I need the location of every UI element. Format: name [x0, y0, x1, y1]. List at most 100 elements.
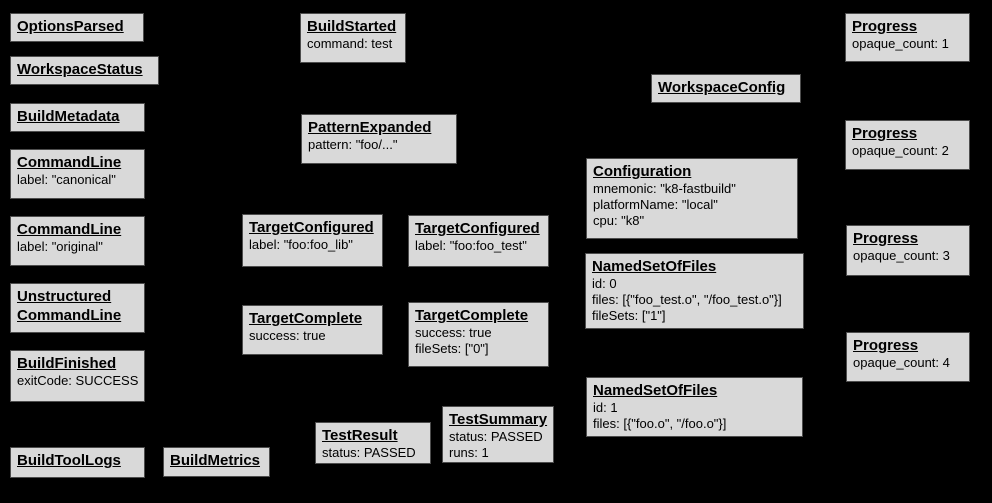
event-node-title-line: Progress	[853, 230, 919, 247]
event-node-field: label: "canonical"	[17, 172, 116, 187]
event-node-title: PatternExpanded	[308, 118, 450, 137]
event-node-title: TestResult	[322, 426, 424, 445]
event-node-title-line: NamedSetOfFiles	[593, 382, 718, 399]
event-node-field: exitCode: SUCCESS	[17, 373, 139, 388]
event-node-title-line: OptionsParsed	[17, 18, 124, 35]
event-node-title: WorkspaceConfig	[658, 78, 794, 97]
event-node-title-line: CommandLine	[17, 221, 122, 238]
event-node-workspace-status: WorkspaceStatus	[10, 56, 159, 85]
event-node-title: CommandLine	[17, 220, 138, 239]
event-node-title-line: Progress	[852, 18, 918, 35]
event-node-field: label: "original"	[17, 239, 103, 254]
event-node-field: label: "foo:foo_test"	[415, 238, 527, 253]
event-node-title-line: WorkspaceConfig	[658, 79, 786, 96]
event-node-title: TargetComplete	[415, 306, 542, 325]
event-node-field: pattern: "foo/..."	[308, 137, 398, 152]
event-node-title: TargetConfigured	[249, 218, 376, 237]
event-node-title: NamedSetOfFiles	[593, 381, 796, 400]
event-node-title-line: PatternExpanded	[308, 119, 432, 136]
event-node-build-metadata: BuildMetadata	[10, 103, 145, 132]
event-node-field: opaque_count: 2	[852, 143, 949, 158]
event-node-field: fileSets: ["1"]	[592, 308, 666, 323]
event-node-title: BuildMetrics	[170, 451, 263, 470]
event-node-field: success: true	[249, 328, 326, 343]
event-node-title: Configuration	[593, 162, 791, 181]
event-node-title: CommandLine	[17, 153, 138, 172]
event-node-field: platformName: "local"	[593, 197, 718, 212]
event-node-title: TargetConfigured	[415, 219, 542, 238]
event-node-field: runs: 1	[449, 445, 489, 460]
event-node-field: opaque_count: 4	[853, 355, 950, 370]
event-node-workspace-config: WorkspaceConfig	[651, 74, 801, 103]
event-node-field: opaque_count: 3	[853, 248, 950, 263]
event-node-title: BuildStarted	[307, 17, 399, 36]
event-node-title-line: TargetConfigured	[415, 220, 540, 237]
event-node-field: label: "foo:foo_lib"	[249, 237, 353, 252]
event-node-field: id: 1	[593, 400, 618, 415]
event-node-title: Progress	[852, 17, 963, 36]
event-node-title: OptionsParsed	[17, 17, 137, 36]
event-node-title: Progress	[853, 336, 963, 355]
event-node-title-line: TestResult	[322, 427, 398, 444]
event-node-title-line: CommandLine	[17, 154, 122, 171]
event-node-options-parsed: OptionsParsed	[10, 13, 144, 42]
event-node-title-line: TargetComplete	[415, 307, 529, 324]
event-node-title: TestSummary	[449, 410, 547, 429]
event-node-field: cpu: "k8"	[593, 213, 645, 228]
event-node-title-line: Configuration	[593, 163, 692, 180]
event-node-title: BuildMetadata	[17, 107, 138, 126]
event-node-build-tool-logs: BuildToolLogs	[10, 447, 145, 478]
event-node-title: WorkspaceStatus	[17, 60, 152, 79]
event-node-title: BuildToolLogs	[17, 451, 138, 470]
event-node-title: BuildFinished	[17, 354, 138, 373]
event-node-title: Progress	[853, 229, 963, 248]
event-node-title: Progress	[852, 124, 963, 143]
event-node-field: status: PASSED	[449, 429, 543, 444]
event-node-title-line: BuildMetrics	[170, 452, 261, 469]
event-node-title-line: CommandLine	[17, 307, 122, 324]
event-node-title: TargetComplete	[249, 309, 376, 328]
event-node-title: NamedSetOfFiles	[592, 257, 797, 276]
event-node-field: id: 0	[592, 276, 617, 291]
event-node-title-line: Progress	[852, 125, 918, 142]
event-node-title-line: TargetConfigured	[249, 219, 374, 236]
event-node-title-line: WorkspaceStatus	[17, 61, 143, 78]
event-node-field: status: PASSED	[322, 445, 416, 460]
event-node-title-line: BuildStarted	[307, 18, 397, 35]
event-node-title-line: BuildMetadata	[17, 108, 120, 125]
event-node-field: opaque_count: 1	[852, 36, 949, 51]
event-node-field: success: true	[415, 325, 492, 340]
event-node-field: files: [{"foo.o", "/foo.o"}]	[593, 416, 727, 431]
event-node-field: files: [{"foo_test.o", "/foo_test.o"}]	[592, 292, 782, 307]
event-node-field: mnemonic: "k8-fastbuild"	[593, 181, 736, 196]
event-node-field: command: test	[307, 36, 393, 51]
event-node-title-line: BuildToolLogs	[17, 452, 121, 469]
event-node-title-line: TargetComplete	[249, 310, 363, 327]
event-node-title-line: Progress	[853, 337, 919, 354]
event-node-title-line: NamedSetOfFiles	[592, 258, 717, 275]
event-node-title-line: TestSummary	[449, 411, 548, 428]
event-node-build-metrics: BuildMetrics	[163, 447, 270, 477]
event-node-title-line: BuildFinished	[17, 355, 117, 372]
event-node-title-line: Unstructured	[17, 288, 112, 305]
